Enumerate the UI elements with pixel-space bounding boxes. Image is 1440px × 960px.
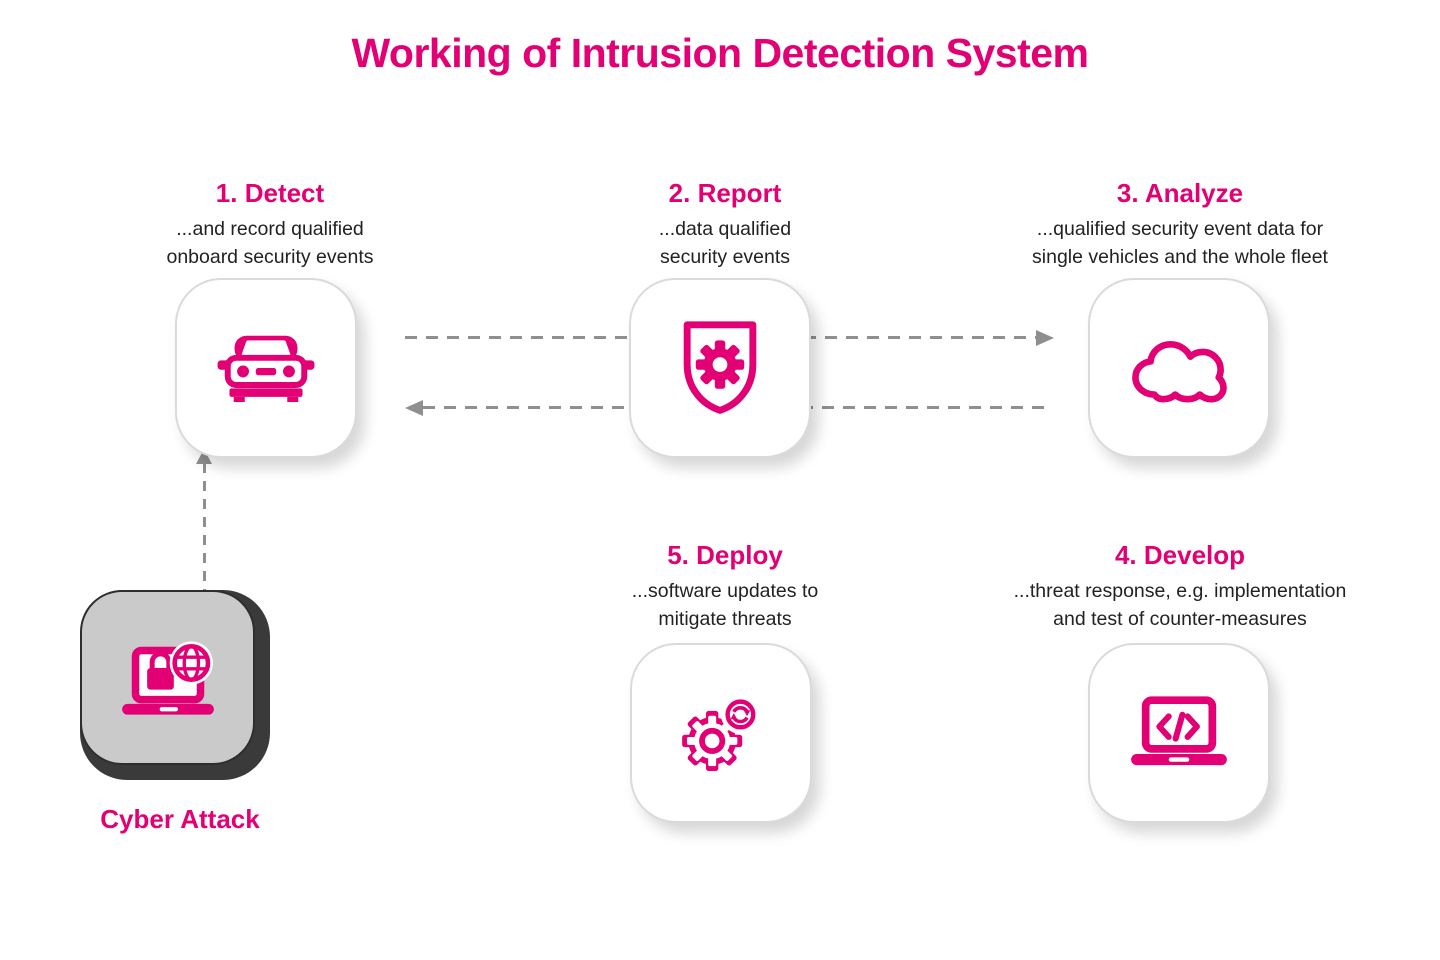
step-analyze-desc-line1: ...qualified security event data for <box>1036 218 1324 240</box>
cyber-attack-label: Cyber Attack <box>100 804 260 834</box>
connector-attack-to-detect-line <box>203 463 206 593</box>
step-deploy-text: 5. Deploy ...software updates to mitigat… <box>565 540 885 633</box>
step-analyze-heading: 3. Analyze <box>1116 178 1244 208</box>
step-develop-heading: 4. Develop <box>1114 540 1246 570</box>
step-deploy-desc-line2: mitigate threats <box>658 607 792 630</box>
step-detect-text: 1. Detect ...and record qualified onboar… <box>110 178 430 271</box>
card-analyze <box>1088 278 1270 458</box>
card-develop <box>1088 643 1270 823</box>
card-report <box>629 278 811 458</box>
step-report-text: 2. Report ...data qualified security eve… <box>565 178 885 271</box>
step-develop-desc-line1: ...threat response, e.g. implementation <box>1013 580 1347 602</box>
step-detect-desc-line1: ...and record qualified <box>176 218 364 240</box>
step-develop-desc-line2: and test of counter-measures <box>1053 607 1307 630</box>
cloud-icon <box>1132 341 1227 403</box>
step-deploy-desc-line1: ...software updates to <box>631 580 819 602</box>
arrowhead-right-icon <box>1036 330 1054 346</box>
cyber-attack-box-face <box>80 590 255 765</box>
cyber-attack-laptop-icon <box>121 640 214 715</box>
step-report-heading: 2. Report <box>668 178 782 208</box>
step-detect-heading: 1. Detect <box>215 178 325 208</box>
card-detect <box>175 278 357 458</box>
gear-update-icon <box>682 695 760 771</box>
step-report-desc-line2: security events <box>659 245 791 268</box>
shield-gear-icon <box>683 321 757 414</box>
step-detect-desc-line2: onboard security events <box>166 245 374 268</box>
code-laptop-icon <box>1131 695 1227 765</box>
page-title: Working of Intrusion Detection System <box>351 30 1089 76</box>
step-develop-text: 4. Develop ...threat response, e.g. impl… <box>985 540 1375 633</box>
cyber-attack-box <box>80 590 270 780</box>
card-deploy <box>630 643 812 823</box>
step-analyze-desc-line2: single vehicles and the whole fleet <box>1032 245 1328 268</box>
arrowhead-left-icon <box>405 400 423 416</box>
car-icon <box>217 335 315 402</box>
step-deploy-heading: 5. Deploy <box>667 540 783 570</box>
step-analyze-text: 3. Analyze ...qualified security event d… <box>1000 178 1360 271</box>
step-report-desc-line1: ...data qualified <box>658 218 792 240</box>
